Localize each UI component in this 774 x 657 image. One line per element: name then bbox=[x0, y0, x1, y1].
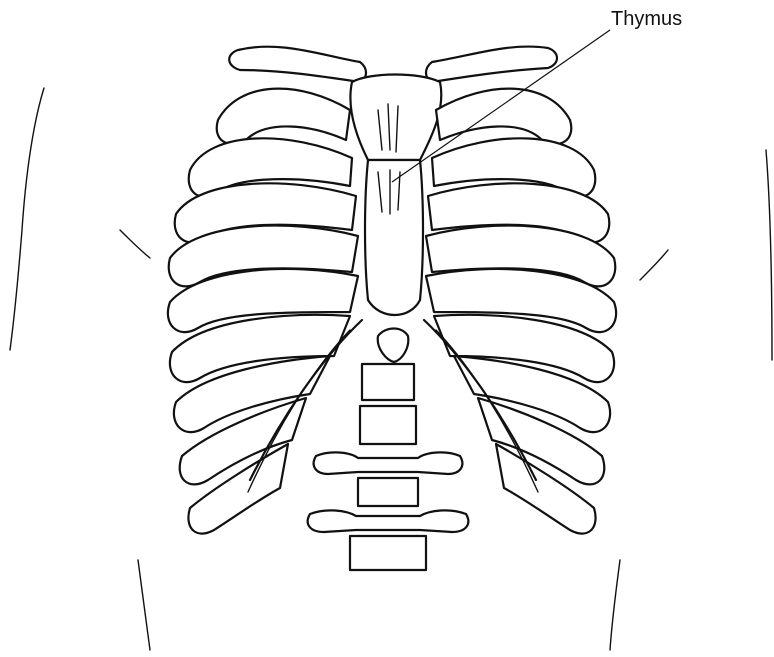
spine bbox=[308, 364, 469, 570]
sternum bbox=[350, 75, 441, 363]
thymus-label: Thymus bbox=[611, 8, 682, 31]
